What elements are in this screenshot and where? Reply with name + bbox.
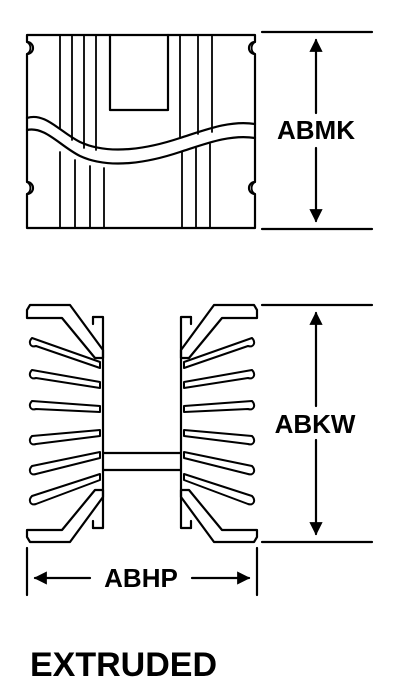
bottom-view: ABKW ABHP bbox=[25, 303, 374, 597]
base-slot bbox=[108, 33, 170, 112]
fins-left bbox=[28, 337, 101, 506]
caption-label: EXTRUDED bbox=[30, 646, 217, 684]
wing-top-right bbox=[179, 303, 259, 360]
base-corner-ticks bbox=[91, 315, 193, 530]
notch-top-left bbox=[26, 41, 32, 55]
top-view-outline bbox=[25, 33, 257, 230]
wing-bottom-right bbox=[179, 488, 259, 544]
notch-bottom-left bbox=[26, 181, 32, 195]
wing-top-left bbox=[25, 303, 105, 360]
abhp-label: ABHP bbox=[104, 563, 178, 593]
h-base-profile bbox=[91, 315, 193, 530]
notch-bottom-right bbox=[250, 181, 256, 195]
wing-bottom-left bbox=[25, 488, 105, 544]
fins-right bbox=[183, 337, 256, 506]
abmk-label: ABMK bbox=[277, 115, 355, 145]
break-curve-lower bbox=[25, 128, 257, 165]
abkw-label: ABKW bbox=[275, 409, 356, 439]
break-curve-upper bbox=[25, 115, 257, 151]
top-view: ABMK bbox=[25, 30, 374, 231]
fin-lines-lower bbox=[59, 143, 211, 229]
fin-lines-upper bbox=[59, 34, 213, 151]
notch-top-right bbox=[250, 41, 256, 55]
